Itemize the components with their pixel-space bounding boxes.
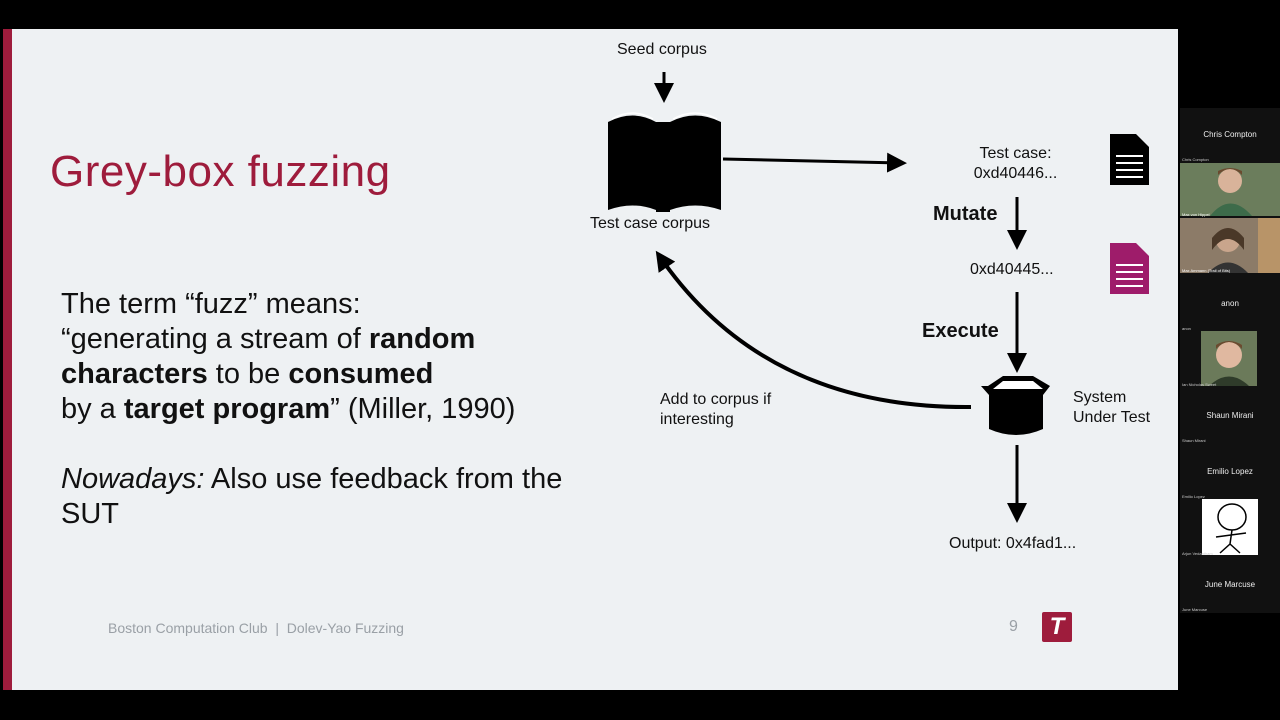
- slide-footer: Boston Computation Club | Dolev-Yao Fuzz…: [108, 620, 404, 636]
- system-box-icon: [981, 376, 1050, 435]
- body-text-span: The term “fuzz” means:: [61, 288, 361, 320]
- participant-video[interactable]: [1201, 331, 1257, 386]
- participant-caption: Arjun Vedantham: [1182, 551, 1213, 556]
- stick-figure-avatar-icon: [1202, 499, 1258, 555]
- mutated-document-icon: [1110, 243, 1149, 294]
- feedback-arrow: [655, 250, 972, 410]
- body-line-2: “generating a stream of random: [61, 322, 621, 357]
- person-avatar-icon: [1201, 331, 1257, 386]
- participant-name: Shaun Mirani: [1206, 411, 1254, 420]
- participant-caption: Shaun Mirani: [1182, 438, 1206, 443]
- system-label-line-2: Under Test: [1073, 409, 1151, 426]
- slide-title: Grey-box fuzzing: [50, 147, 391, 196]
- body-text-span: to be: [207, 358, 289, 390]
- person-avatar-icon: [1180, 218, 1280, 273]
- document-icon: [1110, 134, 1149, 185]
- slide-accent-bar: [3, 29, 12, 690]
- body-bold-span: target program: [123, 393, 331, 425]
- person-avatar-icon: [1180, 163, 1280, 216]
- participant-caption: Max Ammann (Trail of Bits): [1182, 268, 1231, 273]
- participant-caption: June Marcuse: [1182, 607, 1208, 612]
- corpus-to-testcase-arrow: [722, 152, 907, 173]
- fuzzing-diagram: [608, 72, 1149, 523]
- body-text-span: ” (Miller, 1990): [330, 393, 516, 425]
- participant-video[interactable]: [1202, 499, 1258, 555]
- slide-body: The term “fuzz” means: “generating a str…: [61, 287, 621, 532]
- test-case-corpus-label: Test case corpus: [590, 215, 711, 232]
- nowadays-label: Nowadays:: [61, 463, 205, 495]
- test-case-label: Test case:: [979, 145, 1052, 162]
- participant-caption: Ian Nicholas Sweet: [1182, 382, 1217, 387]
- participant-caption: Emilio Lopez: [1182, 494, 1205, 499]
- output-label: Output: 0x4fad1...: [949, 535, 1077, 552]
- brand-logo: T: [1042, 612, 1072, 642]
- seed-corpus-label: Seed corpus: [617, 41, 707, 58]
- body-text-span: by a: [61, 393, 124, 425]
- presentation-slide: Grey-box fuzzing The term “fuzz” means: …: [3, 29, 1178, 690]
- execute-label: Execute: [922, 320, 999, 342]
- participant-caption: Chris Compton: [1182, 157, 1209, 162]
- body-text-span: “generating a stream of: [61, 323, 369, 355]
- body-line-4: by a target program” (Miller, 1990): [61, 392, 621, 427]
- test-case-value: 0xd40446...: [973, 165, 1058, 182]
- body-line-1: The term “fuzz” means:: [61, 287, 621, 322]
- add-to-corpus-line-2: interesting: [660, 411, 734, 428]
- nowadays-text: Also use feedback from the SUT: [61, 463, 571, 530]
- body-line-nowadays: Nowadays: Also use feedback from the SUT: [61, 462, 621, 532]
- mutate-label: Mutate: [933, 203, 998, 225]
- participant-name: Chris Compton: [1203, 130, 1257, 139]
- participant-video[interactable]: [1180, 163, 1280, 216]
- body-bold-span: consumed: [288, 358, 434, 390]
- participant-video[interactable]: [1180, 218, 1280, 273]
- participant-caption: Max von Hippel: [1182, 212, 1210, 217]
- participant-caption: anon: [1182, 326, 1191, 331]
- add-to-corpus-line-1: Add to corpus if: [660, 391, 772, 408]
- system-label-line-1: System: [1073, 389, 1127, 406]
- participant-name: Emilio Lopez: [1207, 467, 1253, 476]
- book-icon: [608, 112, 721, 212]
- body-line-3: characters to be consumed: [61, 357, 621, 392]
- body-bold-span: random: [368, 323, 476, 355]
- participant-name: June Marcuse: [1204, 580, 1256, 589]
- page-number: 9: [1009, 618, 1018, 635]
- mutated-value: 0xd40445...: [970, 261, 1054, 278]
- body-bold-span: characters: [61, 358, 208, 390]
- participant-name: anon: [1221, 299, 1239, 308]
- participants-panel: Chris Compton Chris Compton Max von Hipp…: [1180, 108, 1280, 613]
